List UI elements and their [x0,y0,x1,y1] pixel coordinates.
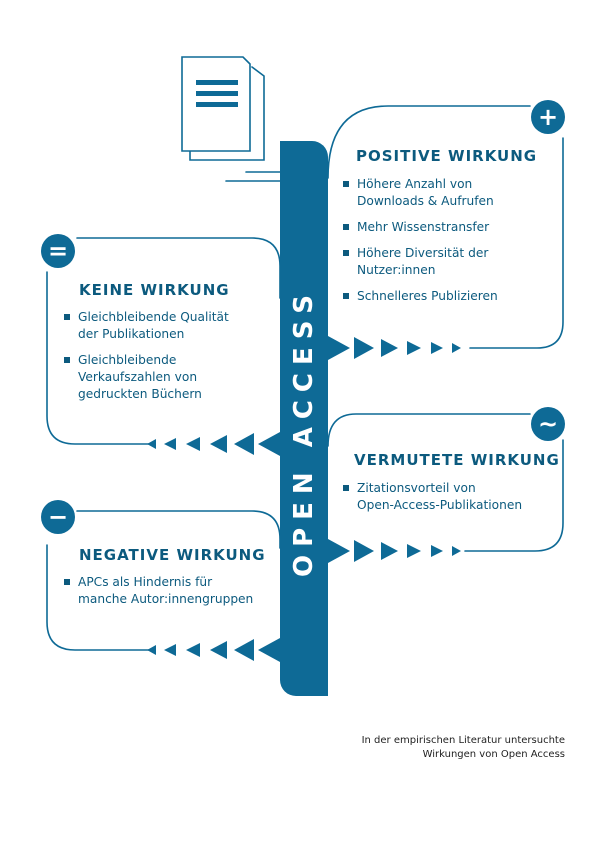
list-item: Gleichbleibende Verkaufszahlen von gedru… [64,352,264,403]
open-access-label: OPEN ACCESS [289,286,319,578]
positive-box-outline [327,105,564,349]
positive-arrows [328,336,461,360]
negative-heading: NEGATIVE WIRKUNG [79,546,266,564]
none-arrows [147,432,280,456]
assumed-list: Zitationsvorteil von Open-Access-Publika… [343,480,558,523]
list-item: Höhere Anzahl von Downloads & Aufrufen [343,176,553,210]
positive-heading: POSITIVE WIRKUNG [356,147,538,165]
document-icon [181,56,281,182]
list-item: Gleichbleibende Qualität der Publikation… [64,309,264,343]
tilde-icon: ~ [531,407,565,441]
open-access-spine [280,141,328,696]
negative-arrows [147,638,280,662]
assumed-heading: VERMUTETE WIRKUNG [354,451,560,469]
figure-caption: In der empirischen Literatur untersuchte… [361,735,565,760]
none-list: Gleichbleibende Qualität der Publikation… [64,309,264,412]
none-box-outline [46,237,281,445]
assumed-box-outline [327,413,564,552]
plus-icon: + [531,100,565,134]
negative-list: APCs als Hindernis für manche Autor:inne… [64,574,274,617]
list-item: Zitationsvorteil von Open-Access-Publika… [343,480,558,514]
equals-icon: = [41,234,75,268]
document-lines [196,80,238,107]
list-item: Höhere Diversität der Nutzer:innen [343,245,553,279]
positive-list: Höhere Anzahl von Downloads & Aufrufen M… [343,176,553,314]
none-heading: KEINE WIRKUNG [79,281,230,299]
list-item: APCs als Hindernis für manche Autor:inne… [64,574,274,608]
list-item: Schnelleres Publizieren [343,288,553,305]
minus-icon: − [41,500,75,534]
list-item: Mehr Wissenstransfer [343,219,553,236]
assumed-arrows [328,539,461,563]
negative-box-outline [46,510,281,651]
